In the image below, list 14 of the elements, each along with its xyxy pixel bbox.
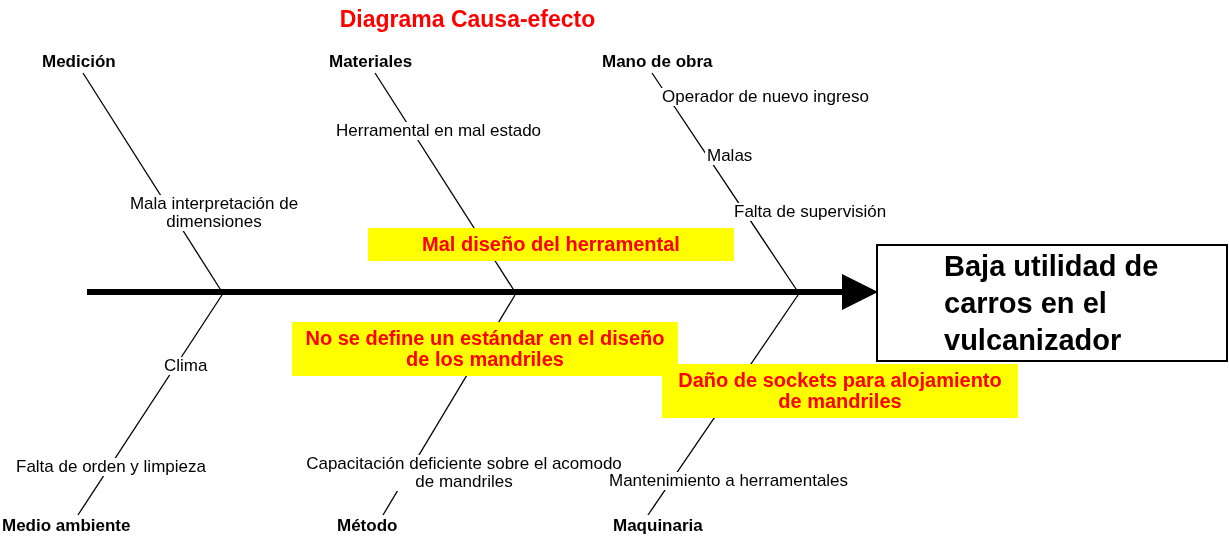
diagram-title: Diagrama Causa-efecto	[338, 6, 597, 33]
cause-label: Herramental en mal estado	[334, 122, 544, 140]
cause-label: Mantenimiento a herramentales	[607, 472, 851, 490]
highlighted-cause: Daño de sockets para alojamiento de mandriles	[662, 364, 1018, 418]
cause-label: Falta de supervisión	[732, 203, 889, 221]
category-label: Maquinaria	[611, 516, 705, 536]
cause-label: Clima	[162, 357, 210, 375]
cause-label: Malas	[705, 147, 755, 165]
highlighted-cause: Mal diseño del herramental	[368, 228, 734, 261]
spine-arrow	[87, 274, 878, 310]
cause-label: Falta de orden y limpieza	[14, 458, 208, 476]
effect-box: Baja utilidad de carros en el vulcanizador	[876, 244, 1228, 362]
cause-label: Operador de nuevo ingreso	[660, 88, 871, 106]
highlighted-cause: No se define un estándar en el diseño de los mandriles	[292, 322, 678, 376]
